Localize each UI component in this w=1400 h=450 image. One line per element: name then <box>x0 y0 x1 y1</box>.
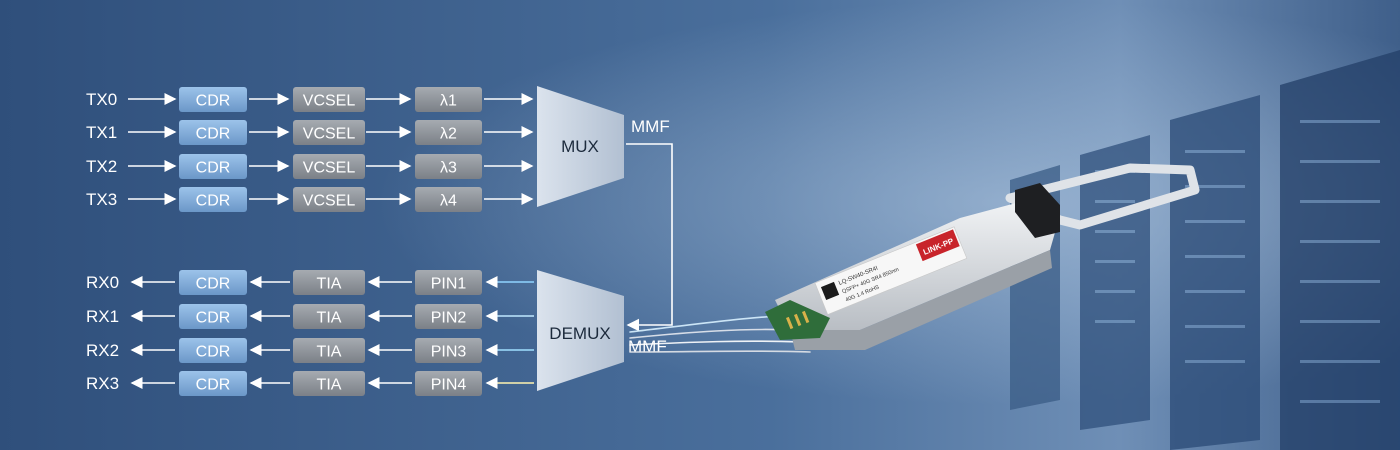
demux-block <box>537 270 624 391</box>
rx-pin-box <box>415 371 482 396</box>
tx-wavelength-box <box>415 87 482 112</box>
rx-signal-label: RX0 <box>86 273 119 292</box>
tx-signal-label: TX2 <box>86 157 117 176</box>
rx-cdr-box <box>179 270 247 295</box>
rx-tia-box <box>293 338 365 363</box>
rx-tia-box <box>293 371 365 396</box>
rx-cdr-label: CDR <box>196 310 231 327</box>
tx-cdr-label: CDR <box>196 193 231 210</box>
rx-pin-label: PIN1 <box>431 276 467 293</box>
rx-tia-label: TIA <box>317 344 342 361</box>
rx-pin-box <box>415 270 482 295</box>
tx-vcsel-box <box>293 154 365 179</box>
tx-fiber-label: MMF <box>631 117 670 136</box>
mux-block <box>537 86 624 207</box>
tx-signal-label: TX3 <box>86 190 117 209</box>
tx-vcsel-label: VCSEL <box>303 126 356 143</box>
rx-cdr-box <box>179 371 247 396</box>
rx-pin-label: PIN2 <box>431 310 467 327</box>
tx-cdr-label: CDR <box>196 93 231 110</box>
mmf-loop-line <box>626 143 673 332</box>
rx-cdr-box <box>179 304 247 329</box>
tx-wavelength-label: λ3 <box>440 160 457 177</box>
rx-pin-box <box>415 304 482 329</box>
tx-cdr-box <box>179 154 247 179</box>
tx-vcsel-box <box>293 187 365 212</box>
rx-cdr-box <box>179 338 247 363</box>
rx-tia-label: TIA <box>317 310 342 327</box>
rx-tia-label: TIA <box>317 276 342 293</box>
rx-tia-box <box>293 304 365 329</box>
qsfp-module: LINK-PP LQ-SW40-SR4I QSFP+ 40G SR4 850nm… <box>765 163 1200 350</box>
tx-wavelength-box <box>415 187 482 212</box>
mux-label: MUX <box>561 137 599 156</box>
demux-label: DEMUX <box>549 324 610 343</box>
tx-cdr-label: CDR <box>196 160 231 177</box>
tx-wavelength-box <box>415 120 482 145</box>
tx-vcsel-label: VCSEL <box>303 193 356 210</box>
rx-cdr-label: CDR <box>196 344 231 361</box>
fiber-bundle <box>629 315 811 353</box>
tx-wavelength-box <box>415 154 482 179</box>
rx-pin-label: PIN4 <box>431 377 467 394</box>
tx-vcsel-label: VCSEL <box>303 93 356 110</box>
rx-cdr-label: CDR <box>196 377 231 394</box>
rx-pin-label: PIN3 <box>431 344 467 361</box>
rx-pin-box <box>415 338 482 363</box>
rx-signal-label: RX2 <box>86 341 119 360</box>
tx-signal-label: TX1 <box>86 123 117 142</box>
tx-vcsel-box <box>293 87 365 112</box>
rx-cdr-label: CDR <box>196 276 231 293</box>
tx-wavelength-label: λ4 <box>440 193 457 210</box>
rx-tia-box <box>293 270 365 295</box>
tx-cdr-box <box>179 187 247 212</box>
rx-tia-label: TIA <box>317 377 342 394</box>
rx-signal-label: RX1 <box>86 307 119 326</box>
tx-vcsel-label: VCSEL <box>303 160 356 177</box>
rx-fiber-label: MMF <box>628 337 667 356</box>
tx-wavelength-label: λ1 <box>440 93 457 110</box>
tx-vcsel-box <box>293 120 365 145</box>
rx-signal-label: RX3 <box>86 374 119 393</box>
tx-wavelength-label: λ2 <box>440 126 457 143</box>
tx-signal-label: TX0 <box>86 90 117 109</box>
tx-cdr-box <box>179 87 247 112</box>
tx-cdr-box <box>179 120 247 145</box>
tx-cdr-label: CDR <box>196 126 231 143</box>
